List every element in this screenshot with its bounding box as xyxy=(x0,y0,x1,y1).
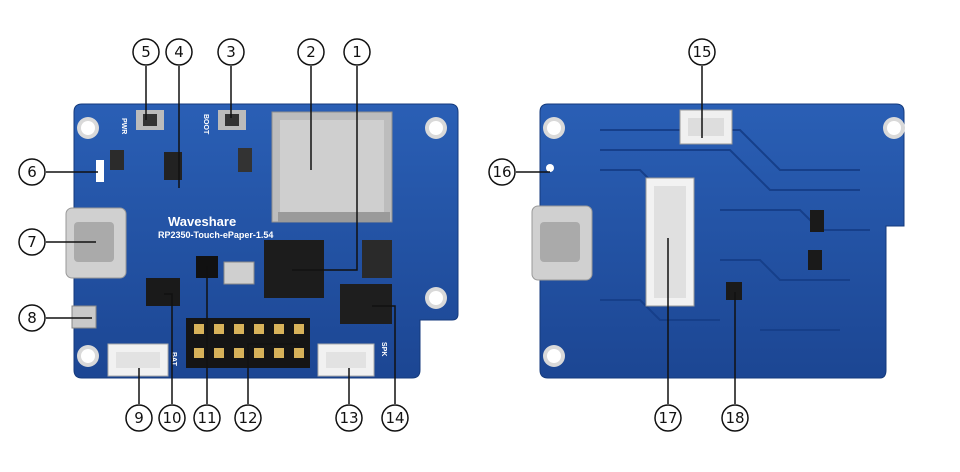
callout-label: 12 xyxy=(238,409,257,427)
mounting-hole xyxy=(425,117,447,139)
callout-2: 2 xyxy=(297,38,325,66)
callout-5: 5 xyxy=(132,38,160,66)
pwr-silk: PWR xyxy=(120,118,127,134)
callout-11: 11 xyxy=(193,404,221,432)
callout-17: 17 xyxy=(654,404,682,432)
epaper-fpc-connector xyxy=(645,177,695,307)
led xyxy=(96,160,104,182)
callout-18: 18 xyxy=(721,404,749,432)
smd-component xyxy=(810,210,824,232)
small-chip xyxy=(726,282,742,300)
battery-switch xyxy=(71,305,97,329)
callout-label: 16 xyxy=(492,163,511,181)
charge-led xyxy=(546,164,554,172)
callout-3: 3 xyxy=(217,38,245,66)
callout-label: 18 xyxy=(725,409,744,427)
callout-label: 3 xyxy=(226,43,236,61)
callout-label: 14 xyxy=(385,409,404,427)
callout-10: 10 xyxy=(158,404,186,432)
callout-label: 11 xyxy=(197,409,216,427)
callout-label: 9 xyxy=(134,409,144,427)
callout-lines xyxy=(46,66,736,404)
usb-c-port-back xyxy=(531,205,593,281)
callout-label: 13 xyxy=(339,409,358,427)
callout-6: 6 xyxy=(18,158,46,186)
callout-label: 4 xyxy=(174,43,184,61)
model-silk: RP2350-Touch-ePaper-1.54 xyxy=(158,230,273,240)
usb-c-port xyxy=(65,207,127,279)
boot-silk: BOOT xyxy=(202,114,209,135)
mcu-chip xyxy=(264,240,324,298)
boot-button xyxy=(218,110,246,130)
mounting-hole xyxy=(543,117,565,139)
mounting-hole xyxy=(883,117,905,139)
inductor xyxy=(362,240,392,278)
smd-component xyxy=(808,250,822,270)
callout-12: 12 xyxy=(234,404,262,432)
callout-4: 4 xyxy=(165,38,193,66)
brand-silk: Waveshare xyxy=(168,214,236,229)
bat-silk: BAT xyxy=(170,352,177,367)
callout-15: 15 xyxy=(688,38,716,66)
callout-8: 8 xyxy=(18,304,46,332)
spk-silk: SPK xyxy=(380,342,387,356)
mounting-hole xyxy=(543,345,565,367)
back-board xyxy=(531,103,905,379)
smd-component xyxy=(238,148,252,172)
sd-card-slot xyxy=(271,111,393,223)
callout-9: 9 xyxy=(125,404,153,432)
callout-label: 5 xyxy=(141,43,151,61)
callout-1: 1 xyxy=(343,38,371,66)
amplifier-chip xyxy=(340,284,392,324)
rtc-chip xyxy=(146,278,180,306)
crystal xyxy=(223,261,255,285)
callout-16: 16 xyxy=(488,158,516,186)
callout-13: 13 xyxy=(335,404,363,432)
callout-14: 14 xyxy=(381,404,409,432)
regulator-chip xyxy=(164,152,182,180)
callout-label: 6 xyxy=(27,163,37,181)
smd-component xyxy=(110,150,124,170)
callout-label: 17 xyxy=(658,409,677,427)
speaker-connector xyxy=(317,343,375,377)
mounting-hole xyxy=(77,345,99,367)
pwr-button xyxy=(136,110,164,130)
callout-label: 1 xyxy=(352,43,362,61)
callout-7: 7 xyxy=(18,228,46,256)
mounting-hole xyxy=(425,287,447,309)
touch-fpc-connector xyxy=(679,109,733,145)
callout-label: 10 xyxy=(162,409,181,427)
mounting-hole xyxy=(77,117,99,139)
callout-label: 7 xyxy=(27,233,37,251)
callout-label: 2 xyxy=(306,43,316,61)
callout-label: 15 xyxy=(692,43,711,61)
callout-label: 8 xyxy=(27,309,37,327)
front-board: PWR BOOT Waveshare RP2350-Touch-ePaper-1… xyxy=(65,103,459,379)
battery-connector xyxy=(107,343,169,377)
